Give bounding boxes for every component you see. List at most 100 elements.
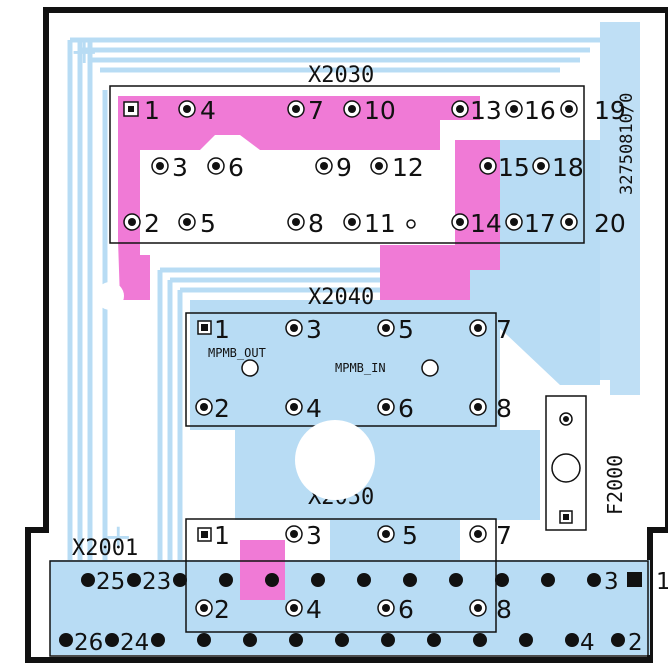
svg-text:2: 2 <box>214 595 230 624</box>
svg-text:20: 20 <box>594 209 626 238</box>
svg-text:8: 8 <box>308 209 324 238</box>
svg-text:9: 9 <box>336 153 352 182</box>
x2030-pin-9: 9 <box>315 153 352 182</box>
svg-text:6: 6 <box>228 153 244 182</box>
svg-text:1: 1 <box>214 521 230 550</box>
mpmb-out-pad <box>241 359 259 377</box>
svg-text:1: 1 <box>214 315 230 344</box>
part-number: 32750810/0 <box>617 93 637 195</box>
x2030-pin-2: 2 <box>123 209 160 238</box>
x2030-pin-12: 12 <box>370 153 424 182</box>
svg-text:5: 5 <box>402 521 418 550</box>
svg-text:7: 7 <box>496 521 512 550</box>
x2030-pin-5: 5 <box>178 209 216 238</box>
x2040-pins: 1 3 5 7 2 4 6 8 <box>195 315 512 423</box>
x2050-pin-8: 8 <box>469 595 512 624</box>
fuse-pad-bottom-dot <box>563 514 569 520</box>
svg-text:3: 3 <box>172 153 188 182</box>
mpmb-in-pad <box>421 359 439 377</box>
x2030-pins: 1 4 7 10 13 16 19 3 6 9 12 15 18 2 5 8 1… <box>123 96 626 238</box>
svg-text:5: 5 <box>398 315 414 344</box>
x2030-pin-19: 19 <box>560 96 626 125</box>
x2030-label: X2030 <box>308 63 374 88</box>
x2040-pin-3: 3 <box>285 315 322 344</box>
via <box>406 219 416 229</box>
svg-text:4: 4 <box>306 394 322 423</box>
x2050-pin-1: 1 <box>197 521 230 550</box>
svg-text:11: 11 <box>364 209 396 238</box>
x2001-label-26: 26 <box>74 630 103 656</box>
svg-text:2: 2 <box>214 394 230 423</box>
svg-text:6: 6 <box>398 394 414 423</box>
svg-text:8: 8 <box>496 595 512 624</box>
x2040-label: X2040 <box>308 285 374 310</box>
x2040-pin-4: 4 <box>285 394 322 423</box>
x2001-pin-26 <box>59 633 73 647</box>
svg-text:14: 14 <box>470 209 502 238</box>
x2030-pin-4: 4 <box>178 96 216 125</box>
x2001-label-24: 24 <box>120 630 149 656</box>
x2030-pin-1: 1 <box>123 96 160 125</box>
svg-text:3: 3 <box>306 521 322 550</box>
x2050-pins: 1 3 5 7 2 4 6 8 <box>195 521 512 624</box>
x2030-pin-14: 14 <box>451 209 502 238</box>
x2050-pin-6: 6 <box>377 595 414 624</box>
x2040-pin-5: 5 <box>377 315 414 344</box>
svg-text:19: 19 <box>594 96 626 125</box>
svg-text:1: 1 <box>144 96 160 125</box>
x2001-frame <box>49 560 649 657</box>
x2050-pin-5: 5 <box>377 521 418 550</box>
x2001-label-2: 2 <box>628 630 643 656</box>
x2001-pin-2 <box>611 633 625 647</box>
mpmb-out-label: MPMB_OUT <box>208 346 266 360</box>
svg-text:7: 7 <box>308 96 324 125</box>
x2001-pin-25 <box>81 573 95 587</box>
svg-text:4: 4 <box>200 96 216 125</box>
svg-text:5: 5 <box>200 209 216 238</box>
x2050-pin-4: 4 <box>285 595 322 624</box>
x2030-frame <box>109 85 585 244</box>
x2050-frame <box>185 518 497 633</box>
svg-text:18: 18 <box>552 153 584 182</box>
fuse-hole <box>551 453 581 483</box>
x2040-pin-7: 7 <box>469 315 512 344</box>
mpmb-in-label: MPMB_IN <box>335 361 386 375</box>
svg-text:13: 13 <box>470 96 502 125</box>
x2030-pin-10: 10 <box>343 96 396 125</box>
x2030-pin-15: 15 <box>479 153 530 182</box>
x2001-label-4: 4 <box>580 630 595 656</box>
x2030-pin-20: 20 <box>560 209 626 238</box>
x2030-pin-18: 18 <box>532 153 584 182</box>
x2030-pin-13: 13 <box>451 96 502 125</box>
svg-text:3: 3 <box>306 315 322 344</box>
top-copper <box>118 96 500 600</box>
svg-text:16: 16 <box>524 96 556 125</box>
x2001-label-3: 3 <box>604 569 619 595</box>
x2030-pin-16: 16 <box>505 96 556 125</box>
mounting-hole <box>295 420 375 500</box>
f2000-label: F2000 <box>603 455 627 515</box>
x2001-label: X2001 <box>72 536 138 561</box>
svg-text:2: 2 <box>144 209 160 238</box>
f2000-frame <box>545 395 587 531</box>
svg-text:7: 7 <box>496 315 512 344</box>
x2030-pin-8: 8 <box>287 209 324 238</box>
x2001-label-1: 1 <box>656 569 668 595</box>
plus-mark-top: + <box>70 32 99 72</box>
svg-text:12: 12 <box>392 153 424 182</box>
x2040-pin-8: 8 <box>469 394 512 423</box>
x2040-pin-1: 1 <box>197 315 230 344</box>
x2001-label-25: 25 <box>96 569 125 595</box>
plus-mark-bottom: + <box>104 517 133 557</box>
x2030-pin-11: 11 <box>343 209 396 238</box>
x2040-pin-2: 2 <box>195 394 230 423</box>
x2001-pin-1 <box>627 572 642 587</box>
svg-text:4: 4 <box>306 595 322 624</box>
x2040-pin-6: 6 <box>377 394 414 423</box>
x2030-pin-7: 7 <box>287 96 324 125</box>
x2050-pin-2: 2 <box>195 595 230 624</box>
x2050-pin-3: 3 <box>285 521 322 550</box>
x2030-pin-6: 6 <box>207 153 244 182</box>
side-hole <box>96 282 124 310</box>
